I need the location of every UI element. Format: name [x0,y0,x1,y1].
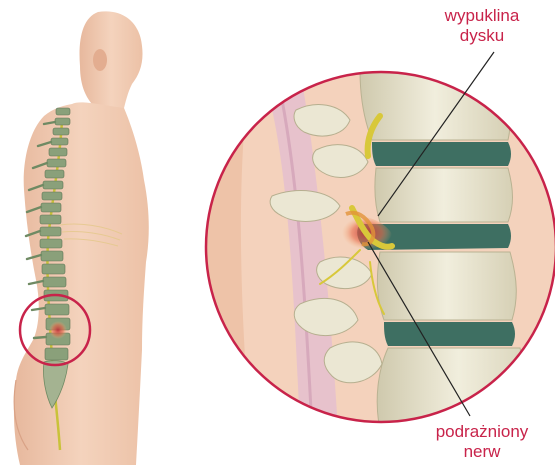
irritated-nerve-label: podrażniony nerw [410,422,554,462]
magnified-view [200,70,555,430]
disc-bulge-label: wypuklina dysku [418,6,546,46]
body-silhouette [14,11,149,465]
disc-bulge-label-line2: dysku [418,26,546,46]
disc-bulge-label-line1: wypuklina [418,6,546,26]
irritated-nerve-label-line1: podrażniony [410,422,554,442]
irritated-nerve-label-line2: nerw [410,442,554,462]
